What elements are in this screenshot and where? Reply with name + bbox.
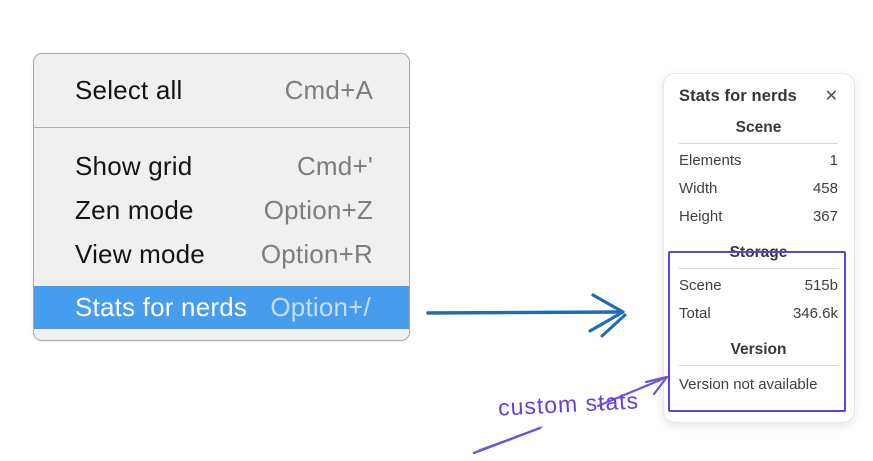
- stat-row-scene-size: Scene 515b: [679, 272, 838, 300]
- close-icon[interactable]: ✕: [824, 87, 838, 105]
- version-note: Version not available: [679, 376, 818, 393]
- stat-row-elements: Elements 1: [679, 147, 838, 175]
- stats-panel-title: Stats for nerds: [679, 87, 797, 105]
- section-divider: [679, 143, 838, 144]
- stat-row-total-size: Total 346.6k: [679, 300, 838, 328]
- stat-row-height: Height 367: [679, 203, 838, 231]
- stats-section-version: Version Version not available: [679, 341, 838, 396]
- stat-label: Scene: [679, 277, 722, 294]
- menu-item-shortcut: Cmd+': [296, 150, 373, 181]
- menu-section-top: Select all Cmd+A: [34, 54, 409, 127]
- stat-value: 515b: [804, 277, 838, 294]
- section-heading: Storage: [729, 244, 788, 261]
- menu-item-label: Show grid: [75, 150, 193, 181]
- stat-value: 458: [812, 180, 838, 197]
- menu-item-view-mode[interactable]: View mode Option+R: [34, 232, 409, 276]
- stat-value: 346.6k: [792, 305, 838, 322]
- menu-item-shortcut: Option+R: [260, 238, 373, 269]
- menu-item-label: View mode: [75, 238, 205, 269]
- menu-item-label: Zen mode: [75, 194, 194, 225]
- stats-section-scene: Scene Elements 1 Width 458 Height 367: [679, 119, 838, 231]
- section-heading: Version: [730, 341, 787, 358]
- menu-section-bottom: Show grid Cmd+' Zen mode Option+Z View m…: [34, 128, 409, 329]
- menu-item-shortcut: Option+/: [270, 292, 371, 322]
- menu-item-label: Stats for nerds: [75, 292, 248, 322]
- stat-row-width: Width 458: [679, 175, 838, 203]
- blue-arrow: [426, 293, 627, 338]
- custom-stats-label: custom stats: [497, 387, 640, 421]
- menu-item-show-grid[interactable]: Show grid Cmd+': [34, 144, 409, 188]
- menu-divider: [34, 127, 409, 128]
- stat-value: 1: [829, 152, 838, 169]
- stat-label: Elements: [679, 152, 742, 169]
- purple-tail-line: [472, 426, 543, 455]
- menu-item-zen-mode[interactable]: Zen mode Option+Z: [34, 188, 409, 232]
- stat-label: Width: [679, 180, 718, 197]
- stat-label: Total: [679, 305, 711, 322]
- stats-panel: Stats for nerds ✕ Scene Elements 1 Width…: [663, 73, 855, 423]
- menu-item-select-all[interactable]: Select all Cmd+A: [34, 69, 409, 113]
- menu-item-stats-for-nerds[interactable]: Stats for nerds Option+/: [34, 286, 409, 329]
- menu-item-shortcut: Cmd+A: [284, 75, 373, 105]
- context-menu: Select all Cmd+A Show grid Cmd+' Zen mod…: [33, 53, 410, 341]
- section-heading: Scene: [735, 119, 782, 136]
- menu-item-label: Select all: [75, 75, 183, 105]
- stats-section-storage: Storage Scene 515b Total 346.6k: [679, 244, 838, 328]
- section-divider: [679, 365, 838, 366]
- menu-item-shortcut: Option+Z: [263, 194, 373, 225]
- stat-value: 367: [812, 208, 838, 225]
- stats-panel-header: Stats for nerds ✕: [679, 87, 838, 106]
- section-divider: [679, 268, 838, 269]
- stat-label: Height: [679, 208, 723, 225]
